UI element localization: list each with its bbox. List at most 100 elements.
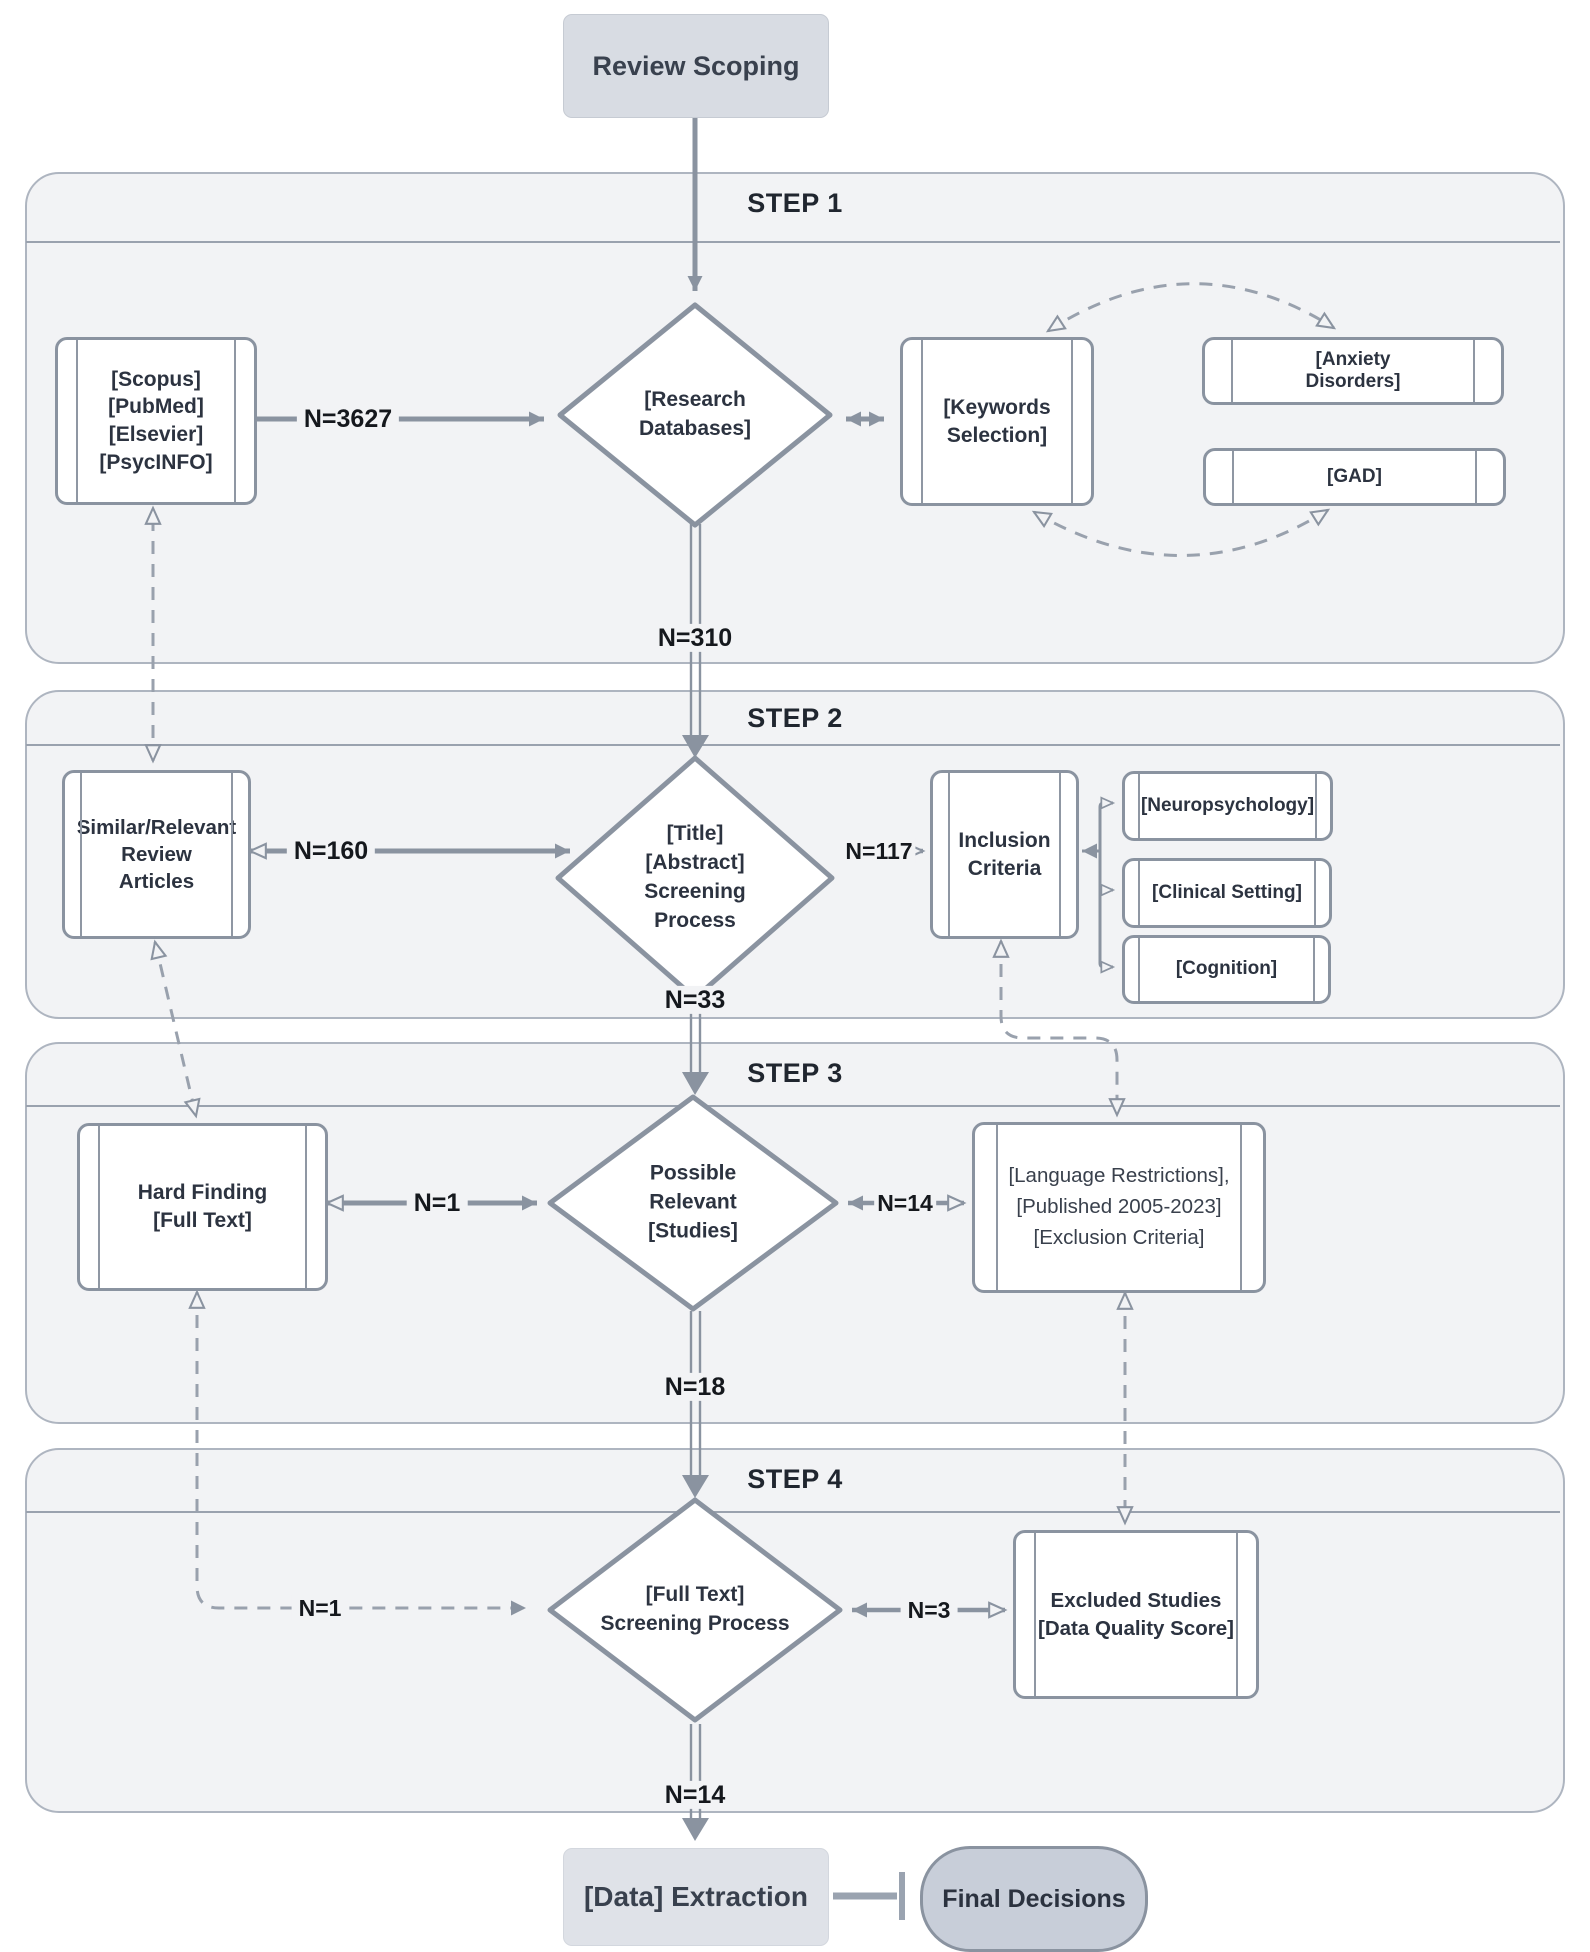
step1-divider [26, 241, 1560, 243]
label-n1-step3: N=1 [406, 1188, 468, 1218]
pp-bar [98, 1126, 100, 1288]
review-articles-line: Similar/Relevant [76, 815, 237, 839]
pp-bar [1059, 773, 1061, 936]
anxiety-node: [Anxiety Disorders] [1202, 337, 1504, 405]
final-connector [833, 1872, 905, 1920]
data-extraction-node: [Data] Extraction [563, 1848, 829, 1946]
excluded-line: [Data Quality Score] [1038, 1616, 1234, 1640]
review-scoping-label: Review Scoping [592, 50, 800, 81]
diamond3-text: Possible Relevant [Studies] [648, 1160, 738, 1247]
hard-finding-node: Hard Finding [Full Text] [77, 1123, 328, 1291]
label-n3: N=3 [900, 1596, 958, 1624]
pp-bar [1232, 451, 1234, 503]
label-n33: N=33 [657, 985, 733, 1015]
gad-node: [GAD] [1203, 448, 1506, 506]
pp-bar [76, 340, 78, 502]
step2-divider [26, 744, 1560, 746]
review-articles-line: Articles [118, 870, 195, 894]
pp-bar [234, 340, 236, 502]
label-n3627: N=3627 [296, 404, 400, 434]
pp-bar [921, 340, 923, 503]
pp-bar [305, 1126, 307, 1288]
diamond1-text: [Research Databases] [639, 386, 751, 444]
inclusion-bracket [1082, 796, 1116, 974]
dashed-connectors [144, 282, 1337, 1616]
step3-title: STEP 3 [747, 1058, 843, 1088]
pp-bar [1138, 774, 1140, 838]
pp-bar [80, 773, 82, 936]
diamond4-line: [Full Text] [645, 1583, 745, 1607]
step2-title: STEP 2 [747, 703, 843, 733]
inclusion-line: Inclusion [958, 828, 1051, 852]
pp-bar [1473, 340, 1475, 402]
double-line-arrowheads [682, 735, 709, 1841]
pp-bar [231, 773, 233, 936]
excluded-line: Excluded Studies [1050, 1589, 1222, 1613]
keywords-line: [Keywords [943, 395, 1051, 419]
diamond3-line: [Studies] [648, 1219, 738, 1243]
pp-bar [948, 773, 950, 936]
label-n14-step3: N=14 [874, 1189, 936, 1217]
databases-node: [Scopus] [PubMed] [Elsevier] [PsycINFO] [55, 337, 257, 505]
exclusion-line: [Language Restrictions], [1008, 1164, 1230, 1188]
diamond2-text: [Title] [Abstract] Screening Process [644, 820, 746, 936]
diamond1-line: [Research [644, 388, 746, 412]
dashed-arc-keywords-anxiety [1045, 282, 1337, 333]
dashed-hard-to-diamond4 [188, 1289, 526, 1616]
anxiety-line: Disorders] [1305, 371, 1401, 392]
diamond3-line: Relevant [649, 1190, 737, 1214]
final-decisions-node: Final Decisions [920, 1846, 1148, 1952]
hard-finding-line: Hard Finding [137, 1181, 268, 1205]
diamond4-text: [Full Text] Screening Process [600, 1581, 789, 1639]
label-n14-out: N=14 [657, 1780, 733, 1810]
pp-bar [1315, 774, 1317, 838]
neuropsychology-node: [Neuropsychology] [1122, 771, 1333, 841]
inclusion-line: Criteria [967, 856, 1042, 880]
label-n160: N=160 [286, 836, 376, 866]
diamond-research-databases [557, 302, 833, 528]
diamond2-line: Screening [644, 880, 746, 903]
review-articles-line: Review [121, 842, 192, 866]
step4-title: STEP 4 [747, 1464, 843, 1494]
diamond4-line: Screening Process [600, 1612, 790, 1635]
cognition-node: [Cognition] [1122, 935, 1331, 1004]
exclusion-line: [Published 2005-2023] [1016, 1195, 1222, 1219]
step4-divider [26, 1511, 1560, 1513]
keywords-line: Selection] [946, 423, 1048, 447]
label-n18: N=18 [657, 1372, 733, 1402]
dashed-hard-to-similar [150, 939, 201, 1119]
diamond3-line: Possible [649, 1161, 737, 1185]
pp-bar [1138, 861, 1140, 925]
review-articles-node: Similar/Relevant Review Articles [62, 770, 251, 939]
diamonds [547, 302, 843, 1723]
label-n117: N=117 [842, 837, 916, 865]
hard-finding-line: [Full Text] [153, 1209, 252, 1232]
pp-bar [1313, 938, 1315, 1001]
diamond2-line: [Abstract] [645, 851, 745, 875]
databases-line: [Scopus] [111, 367, 201, 391]
diamond-fulltext-screening [547, 1497, 843, 1723]
review-scoping-node: Review Scoping [563, 14, 829, 118]
step1-title: STEP 1 [747, 188, 843, 218]
cognition-label: [Cognition] [1175, 958, 1278, 980]
pp-bar [996, 1125, 998, 1290]
exclusion-line: [Exclusion Criteria] [1033, 1225, 1205, 1249]
dashed-inclusion-to-exclusion [992, 938, 1126, 1118]
diamond-possible-relevant [547, 1094, 839, 1312]
data-extraction-label: [Data] Extraction [583, 1881, 809, 1912]
dashed-arc-gad-keywords [1031, 508, 1331, 557]
keywords-node: [Keywords Selection] [900, 337, 1094, 506]
clinical-setting-node: [Clinical Setting] [1122, 858, 1332, 928]
pp-bar [1034, 1533, 1036, 1696]
databases-line: [PsycINFO] [99, 450, 213, 474]
anxiety-line: [Anxiety [1315, 348, 1391, 370]
label-n1-step4: N=1 [291, 1594, 349, 1622]
diamond1-line: Databases] [638, 417, 752, 440]
diamond2-line: Process [654, 908, 736, 932]
pp-bar [1236, 1533, 1238, 1696]
excluded-studies-node: Excluded Studies [Data Quality Score] [1013, 1530, 1259, 1699]
pp-bar [1314, 861, 1316, 925]
gad-line: [GAD] [1327, 465, 1382, 487]
